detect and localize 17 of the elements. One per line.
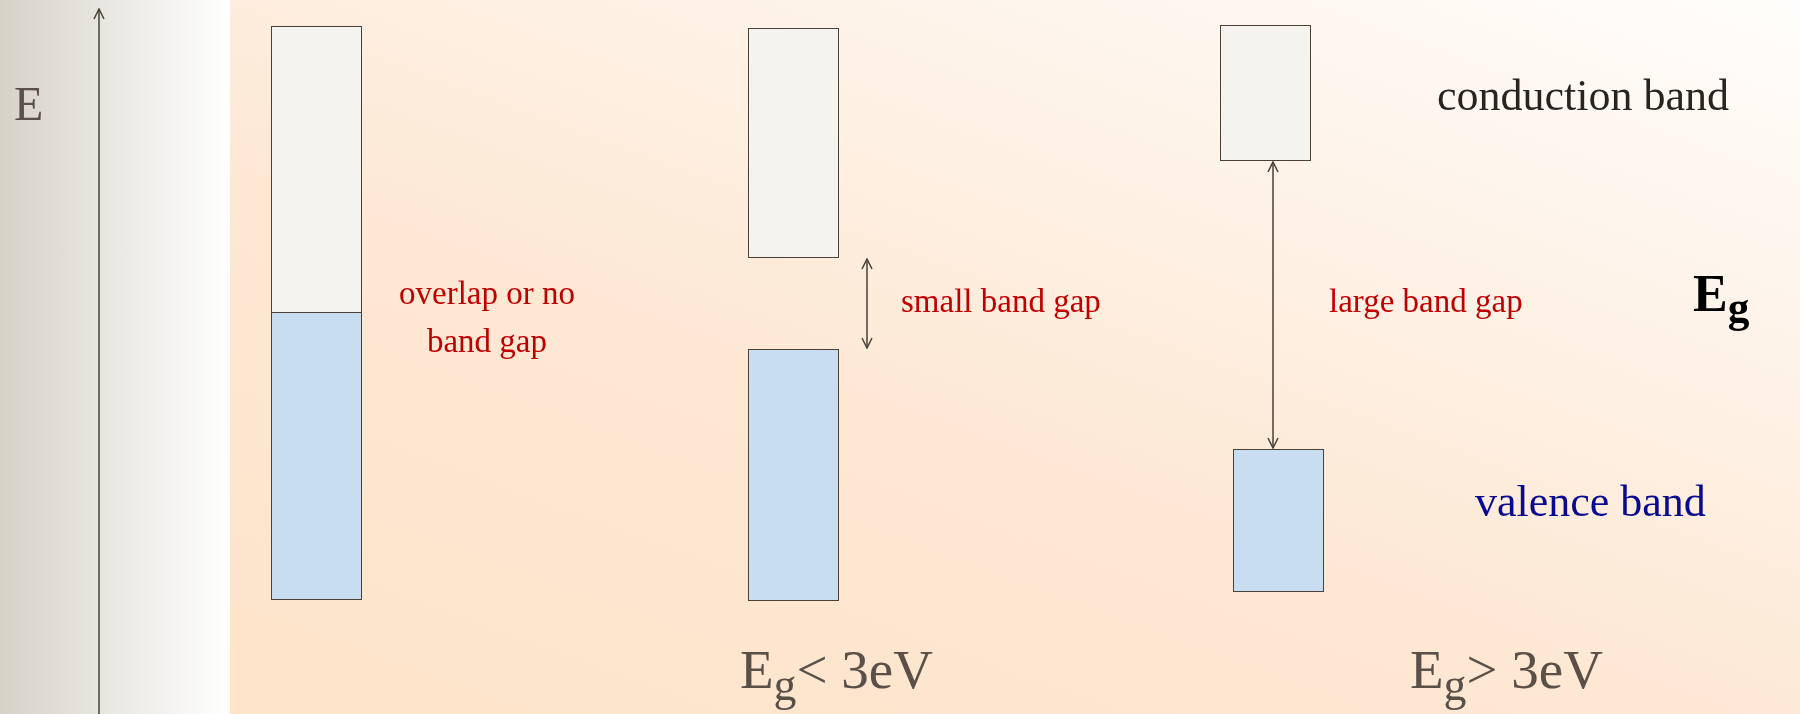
band-gap-condition: E$_{g}$< 3eV xyxy=(740,640,933,711)
band-gap-condition: E$_{g}$> 3eV xyxy=(1410,640,1603,711)
valence-band-box xyxy=(1233,449,1324,592)
band-label: conduction band xyxy=(1437,72,1730,121)
valence-band-box xyxy=(748,349,839,601)
double-arrow xyxy=(861,258,873,349)
band-label: valence band xyxy=(1475,478,1706,527)
band-gap-symbol: E$_{g}$ xyxy=(1693,265,1750,333)
double-arrow xyxy=(1267,161,1279,449)
edge-label: large band gap xyxy=(1329,283,1523,320)
conduction-band-box xyxy=(271,26,362,313)
axis-label: E xyxy=(14,78,44,131)
edge-label: small band gap xyxy=(901,283,1101,320)
valence-band-box xyxy=(271,312,362,600)
conduction-band-box xyxy=(1220,25,1311,161)
conduction-band-box xyxy=(748,28,839,258)
band-gap-note: overlap or no band gap xyxy=(398,274,576,361)
